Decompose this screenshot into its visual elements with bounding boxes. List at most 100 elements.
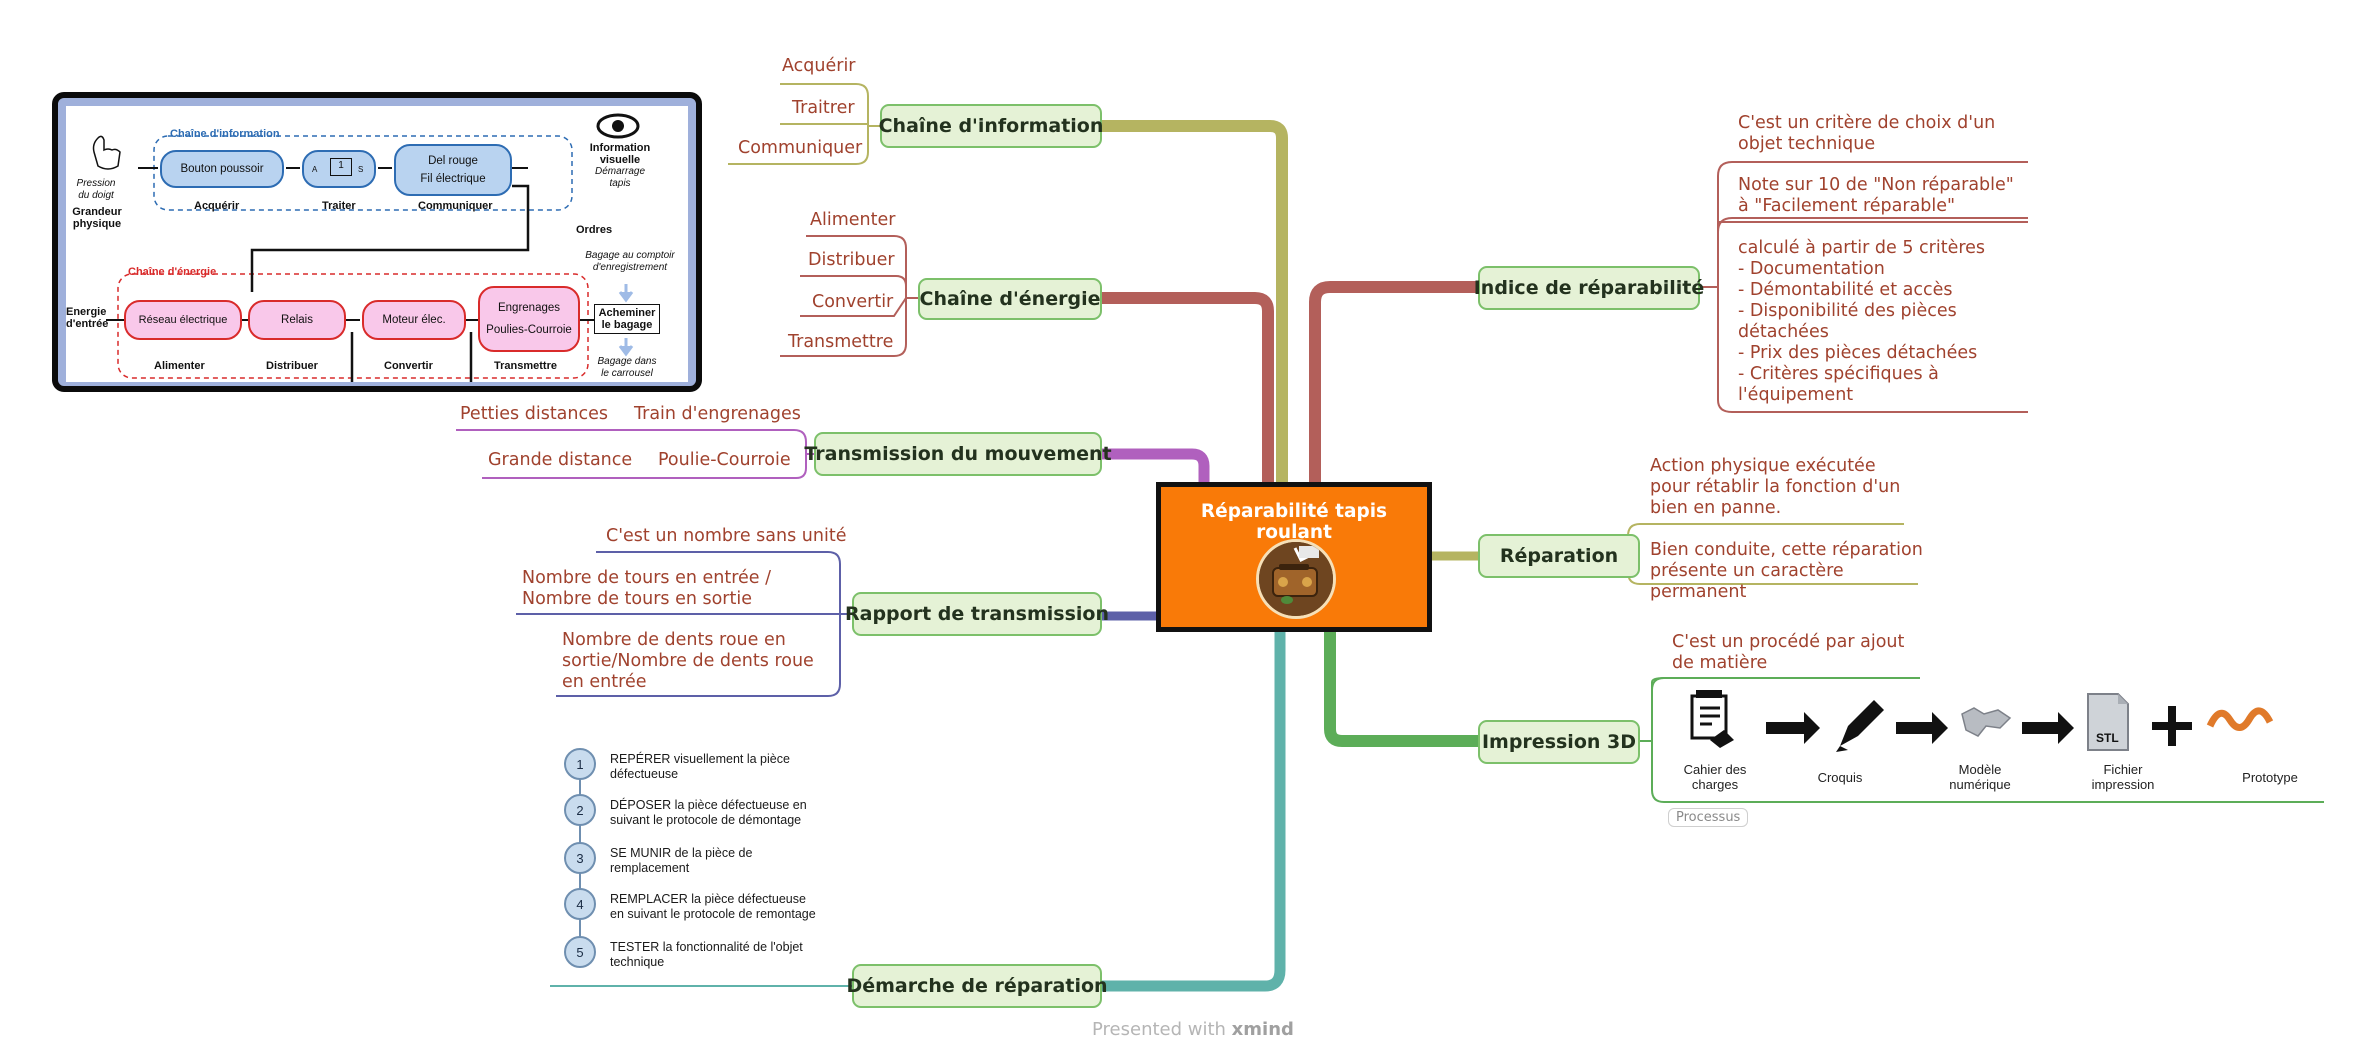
topic-chaine-information[interactable]: Chaîne d'information (879, 104, 1103, 148)
inset-energie-2: d'entrée (66, 318, 109, 330)
inset-demarrage: Démarrage tapis (590, 166, 650, 190)
treadmill-illustration (1259, 542, 1333, 616)
inset-grandeur-1: Grandeur (72, 206, 122, 218)
process-label-croquis: Croquis (1817, 770, 1863, 785)
inset-box-engrenages: Engrenages Poulies-Courroie (478, 286, 580, 352)
processus-label[interactable]: Processus (1668, 808, 1749, 827)
leaf-grande-distance[interactable]: Grande distance (488, 450, 633, 470)
leaf-action-physique[interactable]: Action physique exécutée pour rétablir l… (1650, 456, 1901, 518)
leaf-poulie-courroie[interactable]: Poulie-Courroie (658, 450, 791, 470)
leaf-transmettre[interactable]: Transmettre (788, 332, 894, 352)
connector-chaine-info (1100, 120, 1288, 486)
connector-indice (1309, 281, 1480, 486)
process-label-modele: Modèle numérique (1949, 762, 2011, 792)
leaf-communiquer[interactable]: Communiquer (738, 138, 863, 158)
inset-label-convertir: Convertir (384, 360, 433, 372)
leaf-dents-roue[interactable]: Nombre de dents roue en sortie/Nombre de… (562, 630, 814, 692)
arrow-2 (1896, 712, 1948, 744)
inset-lines (92, 113, 640, 382)
step-5-text: TESTER la fonctionnalité de l'objet tech… (610, 940, 803, 969)
step-2-text: DÉPOSER la pièce défectueuse en suivant … (610, 798, 807, 827)
leaves-info-lines (728, 83, 880, 165)
leaf-train-engrenages[interactable]: Train d'engrenages (634, 404, 801, 424)
leaf-petites-distances[interactable]: Petties distances (460, 404, 608, 424)
leaf-traitrer[interactable]: Traitrer (792, 98, 855, 118)
arrow-3 (2022, 712, 2074, 744)
leaf-acquerir[interactable]: Acquérir (782, 56, 856, 76)
inset-box-del: Del rouge Fil électrique (394, 144, 512, 196)
criteria-line-0: calculé à partir de 5 critères (1738, 238, 1986, 258)
criteria-line-3: - Disponibilité des pièces détachées (1738, 301, 1957, 342)
central-topic-title: Réparabilité tapis roulant (1200, 501, 1388, 543)
leaf-note-sur-10[interactable]: Note sur 10 de "Non réparable" à "Facile… (1738, 175, 2014, 216)
inset-info-visuelle-2: visuelle (599, 154, 641, 166)
inset-energie: Energie d'entrée (66, 306, 109, 330)
prototype-icon (2206, 707, 2274, 731)
inset-acheminer-1: Acheminer (598, 307, 656, 319)
inset-acheminer-2: le bagage (601, 319, 653, 331)
leaf-cinq-criteres[interactable]: calculé à partir de 5 critères - Documen… (1738, 238, 1985, 406)
topic-rapport-transmission[interactable]: Rapport de transmission (845, 592, 1109, 636)
inset-energy-title: Chaîne d'énergie (128, 266, 217, 278)
step-4-text: REMPLACER la pièce défectueuse en suivan… (610, 892, 816, 921)
leaf-critere-choix[interactable]: C'est un critère de choix d'un objet tec… (1738, 113, 1996, 154)
inset-energie-1: Energie (66, 306, 107, 318)
inset-bagage-comptoir-2: d'enregistrement (592, 262, 668, 273)
inset-demarrage-1: Démarrage (594, 166, 646, 177)
topic-indice-reparabilite[interactable]: Indice de réparabilité (1474, 266, 1704, 310)
criteria-line-5: - Critères spécifiques à l'équipement (1738, 364, 1939, 405)
inset-bagage-carrousel-1: Bagage dans (597, 356, 657, 367)
topic-transmission-mouvement[interactable]: Transmission du mouvement (804, 432, 1112, 476)
inset-fil-label: Fil électrique (420, 173, 486, 185)
inset-bagage-comptoir: Bagage au comptoir d'enregistrement (582, 250, 678, 274)
leaves-transmission-lines (456, 429, 814, 479)
inset-gate-a: A (312, 165, 318, 174)
cahier-charges-icon (1690, 690, 1734, 748)
inset-bagage-carrousel-2: le carrousel (601, 368, 653, 379)
leaf-reparation-permanente[interactable]: Bien conduite, cette réparation présente… (1650, 540, 1923, 602)
inset-box-bouton: Bouton poussoir (160, 150, 284, 188)
footer-prefix: Presented with (1092, 1019, 1232, 1040)
leaf-alimenter[interactable]: Alimenter (810, 210, 896, 230)
process-icons: STL (1690, 690, 2274, 752)
treadmill-icon (1256, 539, 1336, 619)
leaves-impression-lines (1640, 677, 2324, 803)
inset-label-transmettre: Transmettre (494, 360, 557, 372)
leaf-tours-entree-sortie[interactable]: Nombre de tours en entrée / Nombre de to… (522, 568, 772, 609)
leaves-indice-lines (1702, 161, 2028, 413)
footer-credit[interactable]: Presented with xmind (1092, 1019, 1294, 1040)
connector-impression (1324, 628, 1480, 747)
leaf-ajout-matiere[interactable]: C'est un procédé par ajout de matière (1672, 632, 1905, 673)
inset-info-visuelle: Information visuelle (588, 142, 652, 166)
central-topic[interactable]: Réparabilité tapis roulant (1156, 482, 1432, 632)
inset-gate-one: 1 (330, 158, 352, 176)
step-4-number: 4 (564, 888, 596, 920)
inset-bagage-comptoir-1: Bagage au comptoir (585, 250, 675, 261)
leaves-energy-lines (780, 235, 918, 357)
connector-chaine-energie (1100, 292, 1274, 486)
topic-demarche-reparation[interactable]: Démarche de réparation (846, 964, 1108, 1008)
leaf-convertir[interactable]: Convertir (812, 292, 894, 312)
leaf-nombre-sans-unite[interactable]: C'est un nombre sans unité (606, 526, 847, 546)
topic-chaine-energie[interactable]: Chaîne d'énergie (918, 278, 1102, 320)
topic-reparation[interactable]: Réparation (1478, 534, 1640, 578)
inset-label-traiter: Traiter (322, 200, 356, 212)
leaves-rapport-lines (516, 551, 852, 697)
step-3-number: 3 (564, 842, 596, 874)
inset-engrenages-label: Engrenages (497, 302, 561, 314)
topic-impression-3d[interactable]: Impression 3D (1478, 720, 1640, 764)
chaines-diagram-image: Chaîne d'information Chaîne d'énergie Bo… (52, 92, 702, 392)
process-label-fichier: Fichier impression (2091, 762, 2155, 792)
inset-gate-s: S (358, 165, 364, 174)
step-1-text: REPÉRER visuellement la pièce défectueus… (610, 752, 790, 781)
inset-poulies-label: Poulies-Courroie (486, 324, 572, 336)
inset-box-relais: Relais (248, 300, 346, 340)
arrow-1 (1766, 712, 1820, 744)
criteria-line-1: - Documentation (1738, 259, 1885, 279)
plus-icon (2152, 706, 2192, 746)
connector-demarche (1100, 628, 1286, 992)
leaf-distribuer[interactable]: Distribuer (808, 250, 895, 270)
inset-del-label: Del rouge (428, 155, 478, 167)
criteria-line-2: - Démontabilité et accès (1738, 280, 1953, 300)
